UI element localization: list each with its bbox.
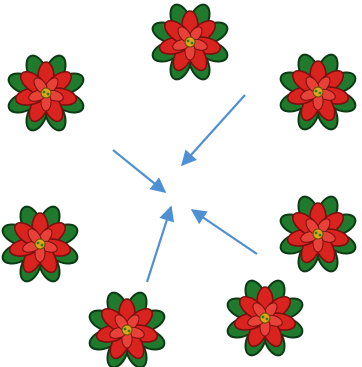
arrow-from-upper-right [182, 95, 245, 165]
poinsettia-top [150, 2, 231, 83]
poinsettia-upper-right [278, 52, 359, 133]
arrow-from-upper-left [113, 150, 165, 192]
poinsettia-lower-left [0, 204, 80, 285]
poinsettia-lower-right [278, 194, 359, 275]
arrows-layer [113, 95, 257, 282]
poinsettia-bottom-right [225, 278, 306, 359]
poinsettia-upper-left [6, 53, 87, 134]
arrow-from-bottom-left [147, 207, 171, 282]
arrow-from-lower-right [192, 210, 257, 254]
poinsettia-bottom-left [87, 290, 168, 367]
